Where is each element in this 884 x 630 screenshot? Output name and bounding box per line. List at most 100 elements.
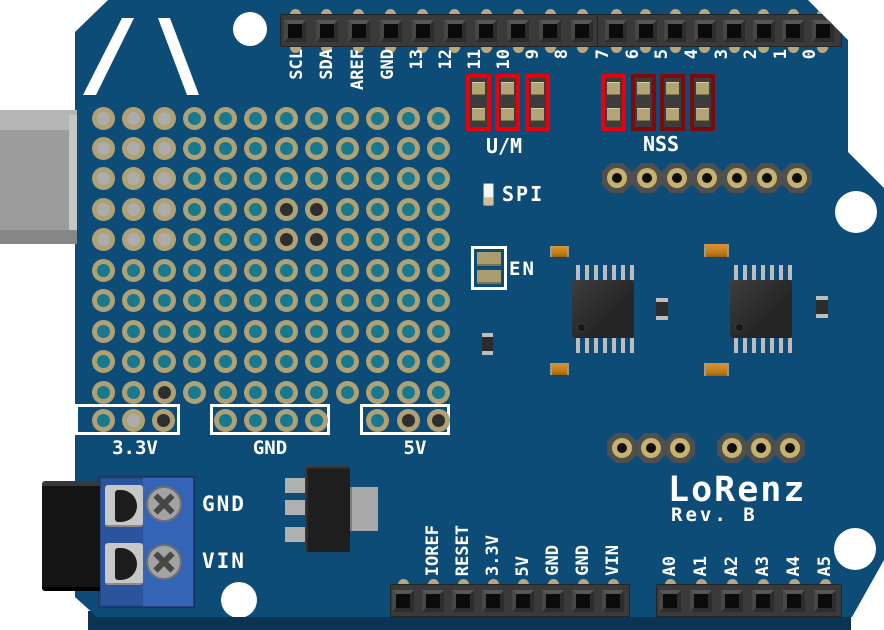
socket-strip-3pin-left[interactable]	[607, 433, 637, 463]
en-label: EN	[509, 258, 536, 280]
proto-hole-center	[310, 324, 323, 338]
socket-hole	[617, 443, 627, 453]
proto-hole-center	[401, 413, 415, 427]
pin-label-1: 1	[771, 49, 791, 60]
terminal-screw-bottom[interactable]	[146, 544, 182, 580]
header-pin	[411, 19, 434, 42]
proto-hole-center	[431, 413, 445, 427]
proto-hole	[244, 408, 267, 432]
socket-strip-7pin[interactable]	[602, 163, 632, 193]
through-hole-pad	[728, 41, 740, 53]
ic-pin	[621, 265, 625, 280]
proto-hole-center	[127, 385, 140, 399]
socket-hole	[762, 173, 772, 183]
smd-capacitor[interactable]	[550, 246, 569, 257]
jumper-block-um-3[interactable]	[525, 74, 550, 131]
proto-hole	[151, 408, 175, 432]
socket-strip-3pin-right[interactable]	[746, 433, 776, 463]
power-jack[interactable]	[42, 481, 100, 591]
screw-terminal[interactable]	[98, 476, 195, 608]
jumper-block-nss-2[interactable]	[631, 74, 656, 131]
proto-hole	[335, 197, 359, 221]
proto-hole	[335, 380, 359, 404]
header-pin	[507, 19, 530, 42]
proto-hole	[305, 136, 328, 160]
proto-hole	[122, 380, 145, 404]
pin-label-10: 10	[494, 49, 514, 70]
socket-strip-3pin-left[interactable]	[665, 433, 695, 463]
terminal-label-gnd: GND	[202, 492, 246, 516]
usb-connector[interactable]	[0, 110, 77, 244]
jumper-block-nss-1[interactable]	[601, 74, 626, 131]
jumper-block-nss-4[interactable]	[690, 74, 715, 131]
proto-hole-center	[432, 294, 445, 308]
socket-strip-3pin-right[interactable]	[717, 433, 747, 463]
proto-hole	[366, 289, 389, 313]
proto-hole-center	[157, 294, 171, 308]
smd-resistor[interactable]	[656, 298, 668, 320]
pin-label-sda: SDA	[317, 49, 337, 80]
through-hole-pad	[321, 41, 333, 53]
proto-hole	[244, 319, 267, 343]
jumper-block-nss-3[interactable]	[660, 74, 685, 131]
proto-hole	[213, 289, 237, 313]
proto-hole-center	[249, 413, 262, 427]
terminal-screw-top[interactable]	[146, 486, 182, 522]
proto-hole-center	[340, 355, 354, 369]
proto-hole-center	[340, 263, 354, 277]
socket-strip-3pin-left[interactable]	[636, 433, 666, 463]
pin-label-ioref: IOREF	[423, 524, 443, 576]
smd-resistor[interactable]	[816, 296, 828, 318]
proto-hole	[335, 106, 359, 130]
pin-label-a1: A1	[691, 555, 711, 576]
socket-strip-7pin[interactable]	[692, 163, 722, 193]
proto-hole-center	[340, 233, 354, 247]
proto-hole-center	[432, 111, 445, 125]
socket-strip-7pin[interactable]	[632, 163, 662, 193]
proto-hole	[305, 380, 328, 404]
smd-resistor[interactable]	[482, 333, 493, 355]
proto-hole-center	[279, 294, 293, 308]
socket-strip-7pin[interactable]	[722, 163, 752, 193]
smd-capacitor[interactable]	[704, 363, 729, 376]
jumper-pad	[607, 82, 620, 95]
proto-hole	[365, 408, 389, 432]
pin-label-vin: VIN	[603, 545, 623, 576]
proto-hole-center	[249, 324, 262, 338]
proto-hole	[183, 258, 206, 282]
proto-hole-center	[279, 324, 293, 338]
proto-hole	[427, 319, 450, 343]
proto-hole-center	[127, 324, 140, 338]
voltage-regulator[interactable]	[305, 466, 350, 552]
ic-pin	[734, 265, 738, 280]
jumper-block-um-2[interactable]	[495, 74, 520, 131]
smd-capacitor[interactable]	[704, 244, 729, 257]
ic-chip-1[interactable]	[572, 265, 634, 353]
en-jumper[interactable]	[471, 246, 507, 290]
proto-hole	[335, 136, 359, 160]
bottom-analog-header[interactable]	[656, 584, 842, 617]
socket-hole	[646, 443, 656, 453]
socket-strip-7pin[interactable]	[752, 163, 782, 193]
ic-pin	[770, 265, 774, 280]
ic-pin	[630, 338, 634, 353]
proto-hole	[213, 197, 237, 221]
jumper-block-um-1[interactable]	[466, 74, 491, 131]
ic-pin	[576, 338, 580, 353]
socket-strip-3pin-right[interactable]	[775, 433, 805, 463]
proto-hole	[396, 258, 420, 282]
proto-hole	[244, 167, 267, 191]
spi-led[interactable]	[483, 183, 494, 206]
ic-chip-2[interactable]	[730, 265, 792, 353]
proto-hole	[366, 350, 389, 374]
header-pin	[721, 589, 743, 612]
proto-hole-center	[249, 355, 262, 369]
through-hole-pad	[640, 41, 651, 53]
smd-capacitor[interactable]	[550, 363, 569, 375]
en-pad-top	[477, 252, 501, 266]
pin-label-7: 7	[593, 49, 613, 60]
proto-hole	[366, 106, 389, 130]
ic-pin	[585, 338, 589, 353]
socket-strip-7pin[interactable]	[662, 163, 692, 193]
socket-strip-7pin[interactable]	[782, 163, 812, 193]
